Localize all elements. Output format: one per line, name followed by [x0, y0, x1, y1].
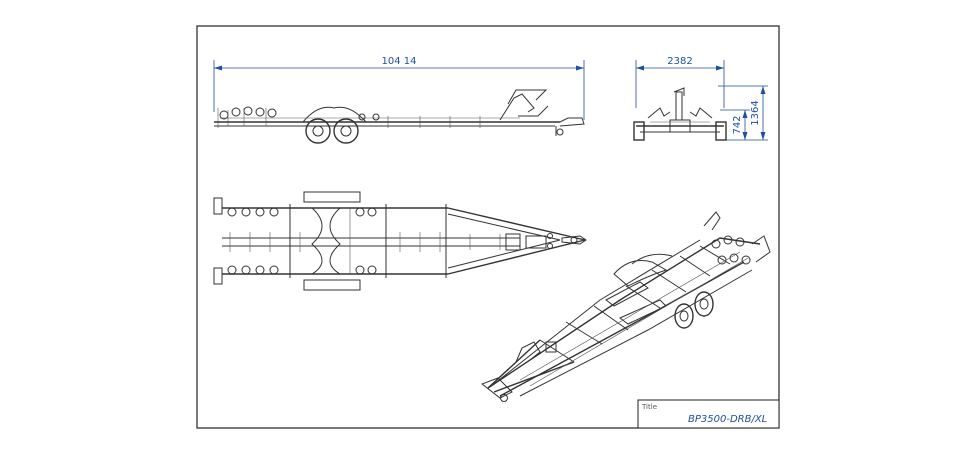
- drawing-border: [196, 25, 780, 429]
- height-dimensions: 742 1364: [718, 85, 768, 141]
- overall-height-label: 1364: [750, 100, 761, 125]
- bed-height-label: 742: [732, 115, 743, 134]
- front-view: 2382 742 1364: [633, 56, 768, 141]
- isometric-view: [480, 211, 771, 402]
- title-block-label: Title: [641, 403, 657, 411]
- width-dimension-label: 2382: [667, 56, 692, 67]
- length-dimension-label: 104 14: [382, 56, 417, 67]
- width-dimension: 2382: [635, 56, 725, 108]
- iso-wheel-rear: [694, 291, 714, 317]
- side-wheel-rear: [333, 118, 359, 144]
- top-view: [213, 191, 587, 291]
- iso-wheel-front: [674, 303, 694, 329]
- side-wheel-front: [305, 118, 331, 144]
- title-block: Title BP3500-DRB/XL: [637, 399, 780, 429]
- length-dimension: 104 14: [213, 56, 585, 120]
- side-view: 104 14: [213, 56, 585, 144]
- title-block-value: BP3500-DRB/XL: [688, 414, 767, 425]
